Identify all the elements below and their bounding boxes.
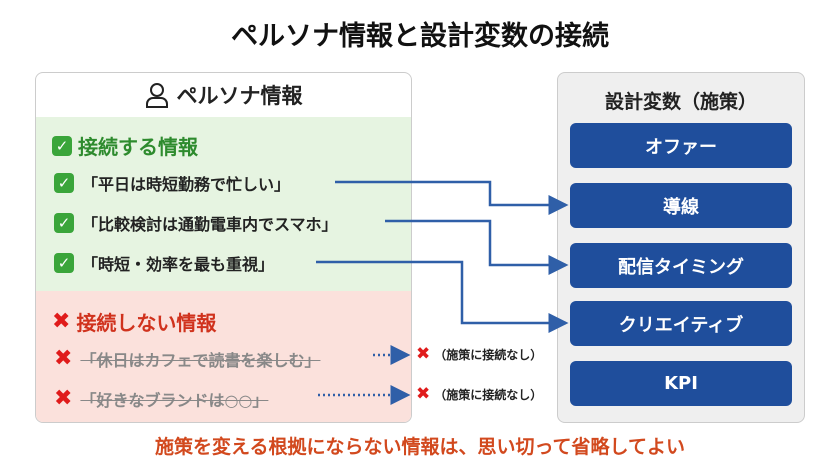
cross-icon: ✖ (54, 346, 73, 371)
cross-icon: ✖ (416, 384, 431, 404)
connector-arrow (335, 180, 569, 215)
footer-note: 施策を変える根拠にならない情報は、思い切って省略してよい (155, 436, 685, 458)
check-icon: ✓ (52, 135, 72, 156)
variable-flow: 導線 (570, 183, 792, 228)
check-icon: ✓ (54, 253, 74, 273)
not-connected-heading: 接続しない情報 (76, 311, 217, 335)
user-icon (145, 83, 168, 108)
variable-creative: クリエイティブ (570, 301, 792, 346)
check-icon: ✓ (54, 213, 74, 233)
variable-timing: 配信タイミング (570, 243, 792, 288)
list-item: ✖「好きなブランドは○○」 (54, 386, 269, 411)
cross-icon: ✖ (54, 386, 73, 411)
connector-arrow (385, 219, 569, 275)
design-heading: 設計変数（施策） (604, 91, 757, 113)
design-variables-panel: 設計変数（施策） オファー 導線 配信タイミング クリエイティブ KPI (557, 72, 805, 423)
not-connected-section: ✖接続しない情報 ✖「休日はカフェで読書を楽しむ」 ✖「好きなブランドは○○」 (36, 291, 411, 422)
persona-panel: ペルソナ情報 ✓接続する情報 ✓「平日は時短勤務で忙しい」 ✓「比較検討は通勤電… (35, 72, 412, 423)
connected-heading: 接続する情報 (78, 135, 198, 159)
connector-arrow (316, 260, 569, 333)
cross-icon: ✖ (416, 344, 431, 364)
cross-icon: ✖ (52, 308, 71, 334)
no-connection-label: ✖（施策に接続なし） (416, 384, 543, 404)
no-connection-label: ✖（施策に接続なし） (416, 344, 543, 364)
persona-header: ペルソナ情報 (36, 73, 411, 117)
variable-offer: オファー (570, 123, 792, 168)
list-item: ✓「時短・効率を最も重視」 (54, 251, 274, 275)
variable-kpi: KPI (570, 361, 792, 406)
check-icon: ✓ (54, 173, 74, 193)
list-item: ✓「比較検討は通勤電車内でスマホ」 (54, 211, 338, 235)
persona-heading: ペルソナ情報 (176, 84, 303, 108)
list-item: ✓「平日は時短勤務で忙しい」 (54, 171, 290, 195)
page-title: ペルソナ情報と設計変数の接続 (231, 21, 609, 52)
list-item: ✖「休日はカフェで読書を楽しむ」 (54, 346, 321, 371)
